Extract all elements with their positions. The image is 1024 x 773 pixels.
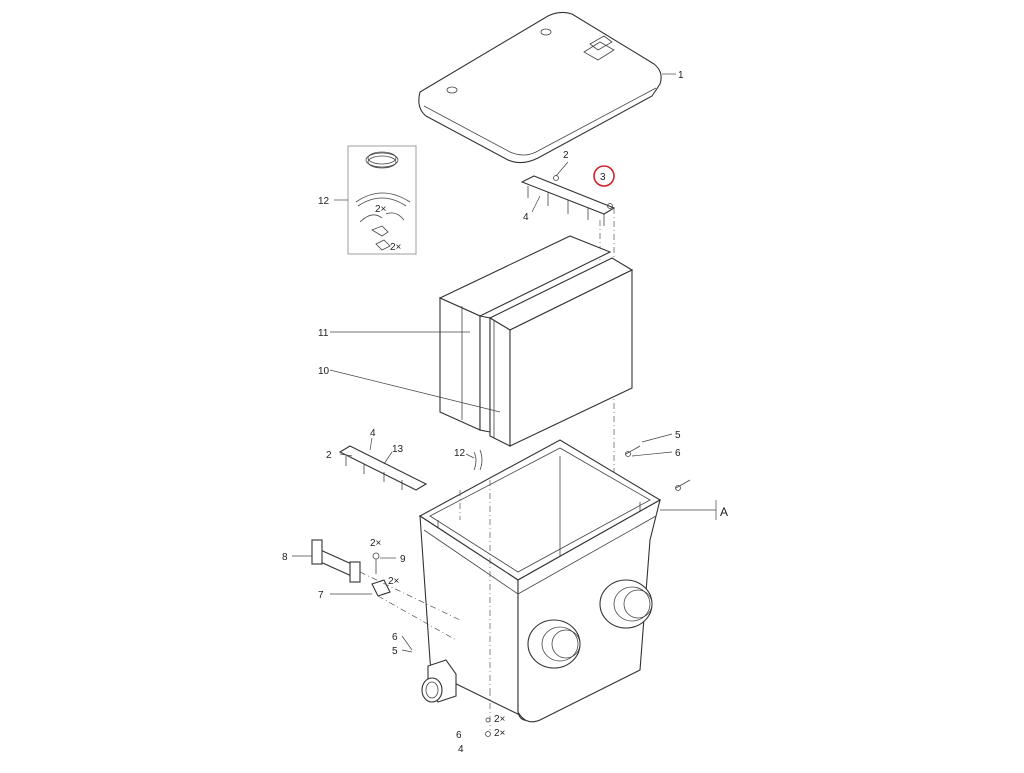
label-qty-9: 2× (370, 538, 382, 549)
label-bracket-top: 3 (600, 172, 606, 183)
label-nut-4-bottom: 4 (458, 744, 464, 755)
highlight-circle (593, 165, 615, 187)
label-filter-10: 10 (318, 366, 330, 377)
label-nut-4-mid: 4 (370, 428, 376, 439)
label-clip-12: 12 (454, 448, 466, 459)
kit-box (347, 145, 417, 255)
label-qty-6-bottom: 2× (494, 714, 506, 725)
label-screw-top: 2 (563, 150, 569, 161)
label-bracket-13: 13 (392, 444, 404, 455)
label-screw-5-low: 5 (392, 646, 398, 657)
label-screw-2-mid: 2 (326, 450, 332, 461)
label-bracket-7: 7 (318, 590, 324, 601)
label-callout-A: A (720, 505, 728, 519)
label-pipe-8: 8 (282, 552, 288, 563)
screw-washer-right (625, 445, 691, 491)
pipe-8-part (311, 539, 361, 583)
label-washer-6-bottom: 6 (456, 730, 462, 741)
label-washer-6-low: 6 (392, 632, 398, 643)
label-qty-7: 2× (388, 576, 400, 587)
washer-bottom (485, 717, 491, 723)
drain-valve (421, 659, 457, 703)
label-washer-6: 6 (675, 448, 681, 459)
top-bracket-part (520, 175, 616, 226)
label-lid: 1 (678, 70, 684, 81)
nut-bottom (485, 731, 491, 737)
clip-part (473, 449, 483, 471)
bolt-9-part (372, 552, 380, 574)
bracket-13-part (338, 445, 428, 491)
outlet-port-1 (599, 579, 653, 629)
filter-blocks (438, 235, 634, 447)
label-qty-4-bottom: 2× (494, 728, 506, 739)
label-screw-5: 5 (675, 430, 681, 441)
label-kit-qty-2: 2× (390, 242, 402, 253)
label-nut-top: 4 (523, 212, 529, 223)
lid-part (418, 11, 662, 164)
outlet-port-2 (527, 619, 581, 669)
label-kit: 12 (318, 196, 330, 207)
label-kit-qty-1: 2× (375, 204, 387, 215)
label-filter-11: 11 (318, 328, 329, 339)
label-bolt-9: 9 (400, 554, 406, 565)
